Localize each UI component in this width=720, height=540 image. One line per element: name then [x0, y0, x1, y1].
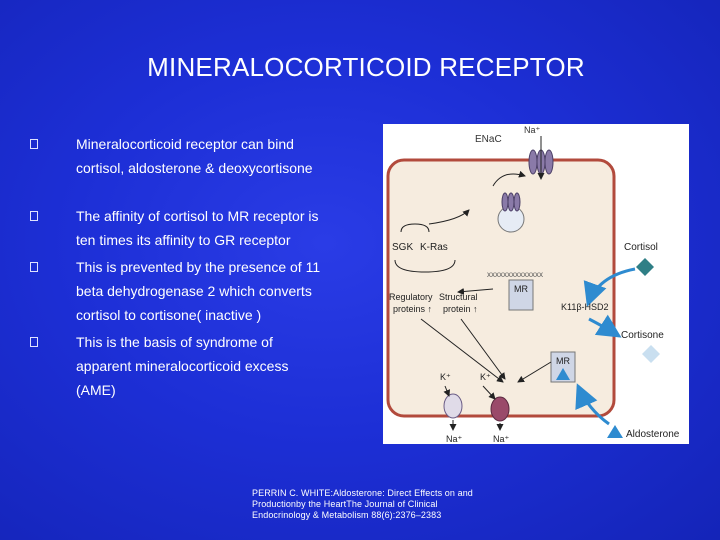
- label-k-left: K⁺: [440, 372, 451, 382]
- label-mr-outer: MR: [556, 356, 570, 366]
- mr-inner-box: [508, 279, 534, 311]
- bullet-text: Mineralocorticoid receptor can bind cort…: [76, 136, 313, 176]
- label-k-right: K⁺: [480, 372, 491, 382]
- label-regulatory: Regulatory: [389, 292, 433, 302]
- bullet-marker-icon: [30, 337, 38, 347]
- label-enac: ENaC: [475, 134, 502, 145]
- label-protein: protein ↑: [443, 304, 478, 314]
- label-cortisone: Cortisone: [621, 330, 664, 341]
- label-sgk: SGK: [392, 242, 413, 253]
- label-enzyme: K11β-HSD2: [561, 302, 609, 312]
- cell-membrane: [386, 158, 616, 418]
- bullet-marker-icon: [30, 139, 38, 149]
- bullet-item: Mineralocorticoid receptor can bind cort…: [30, 132, 330, 180]
- bullet-text: This is the basis of syndrome of apparen…: [76, 334, 289, 398]
- mr-signaling-figure: ENaC Na⁺ SGK K-Ras Cortisol xxxxxxxxxxxx…: [383, 124, 689, 444]
- label-proteins: proteins ↑: [393, 304, 432, 314]
- na-k-pump-icon: [443, 393, 463, 419]
- bullet-item: The affinity of cortisol to MR receptor …: [30, 204, 330, 252]
- bullet-marker-icon: [30, 211, 38, 221]
- citation: PERRIN C. WHITE:Aldosterone: Direct Effe…: [252, 488, 473, 520]
- bullet-list: Mineralocorticoid receptor can bind cort…: [30, 132, 330, 402]
- dna-strand: xxxxxxxxxxxxxx: [487, 270, 543, 279]
- label-cortisol: Cortisol: [624, 242, 658, 253]
- vesicle-channel-icon: [501, 192, 521, 212]
- cortisol-icon: [636, 258, 654, 276]
- bullet-text: This is prevented by the presence of 11 …: [76, 259, 321, 323]
- label-structural: Structural: [439, 292, 478, 302]
- label-kras: K-Ras: [420, 242, 448, 253]
- aldosterone-icon: [607, 425, 623, 438]
- cell-diagram: ENaC Na⁺ SGK K-Ras Cortisol xxxxxxxxxxxx…: [386, 125, 680, 444]
- label-na-right: Na⁺: [493, 434, 510, 444]
- aldosterone-bound-icon: [556, 368, 570, 380]
- label-na-left: Na⁺: [446, 434, 463, 444]
- cortisone-icon: [642, 345, 660, 363]
- label-aldosterone: Aldosterone: [626, 429, 680, 440]
- bullet-item: This is prevented by the presence of 11 …: [30, 255, 330, 327]
- label-mr-inner: MR: [514, 284, 528, 294]
- bullet-text: The affinity of cortisol to MR receptor …: [76, 208, 319, 248]
- bullet-marker-icon: [30, 262, 38, 272]
- mr-outer-box: [550, 351, 576, 383]
- label-na-top: Na⁺: [524, 125, 541, 135]
- slide-title: MINERALOCORTICOID RECEPTOR: [147, 52, 585, 82]
- bullet-item: This is the basis of syndrome of apparen…: [30, 330, 330, 402]
- k-channel-icon: [490, 396, 510, 422]
